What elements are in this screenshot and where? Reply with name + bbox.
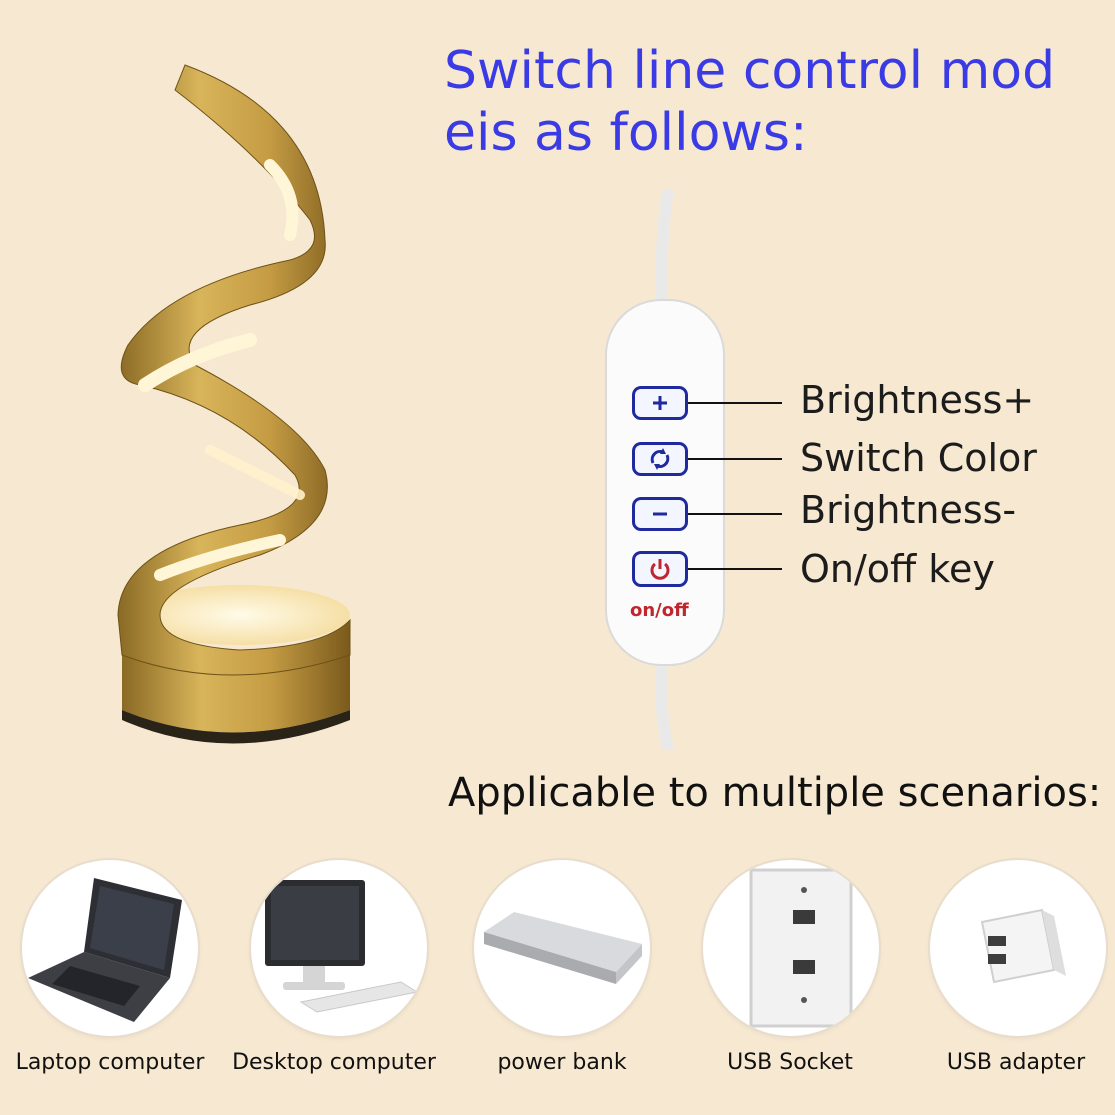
scenario-label-desktop: Desktop computer — [232, 1050, 436, 1075]
label-onoff-key: On/off key — [800, 547, 995, 591]
scenarios-title: Applicable to multiple scenarios: — [448, 770, 1102, 816]
minus-icon — [653, 512, 667, 516]
desktop-icon — [265, 880, 419, 1013]
scenario-label-power-bank: power bank — [497, 1050, 627, 1075]
power-icon — [650, 559, 670, 580]
heading-line-1: Switch line control mod — [444, 41, 1056, 101]
leader-line — [688, 568, 782, 570]
onoff-text: on/off — [630, 600, 689, 621]
scenario-label-usb-adapter: USB adapter — [946, 1050, 1086, 1075]
scenario-label-usb-socket: USB Socket — [727, 1050, 853, 1075]
heading-line-2: eis as follows: — [444, 103, 808, 163]
scenario-usb-socket — [703, 860, 879, 1036]
plus-icon — [653, 396, 667, 410]
brightness-plus-button[interactable] — [632, 386, 688, 420]
scenario-desktop — [251, 860, 427, 1036]
spiral-lamp-image — [117, 64, 351, 744]
usb-adapter-icon — [980, 908, 1066, 984]
scenario-label-laptop: Laptop computer — [15, 1050, 205, 1075]
switch-color-button[interactable] — [632, 442, 688, 476]
label-brightness-plus: Brightness+ — [800, 378, 1035, 422]
page-heading: Switch line control mod eis as follows: — [444, 40, 1104, 164]
laptop-icon — [28, 878, 182, 1022]
label-brightness-minus: Brightness- — [800, 488, 1017, 532]
leader-line — [688, 513, 782, 515]
leader-line — [688, 458, 782, 460]
usb-socket-icon — [749, 868, 853, 1028]
leader-line — [688, 402, 782, 404]
power-button[interactable] — [632, 551, 688, 587]
scenario-usb-adapter — [930, 860, 1106, 1036]
label-switch-color: Switch Color — [800, 436, 1037, 480]
scenario-laptop — [22, 860, 198, 1036]
power-bank-icon — [484, 912, 642, 984]
brightness-minus-button[interactable] — [632, 497, 688, 531]
scenario-power-bank — [474, 860, 650, 1036]
switch-color-icon — [650, 448, 670, 470]
